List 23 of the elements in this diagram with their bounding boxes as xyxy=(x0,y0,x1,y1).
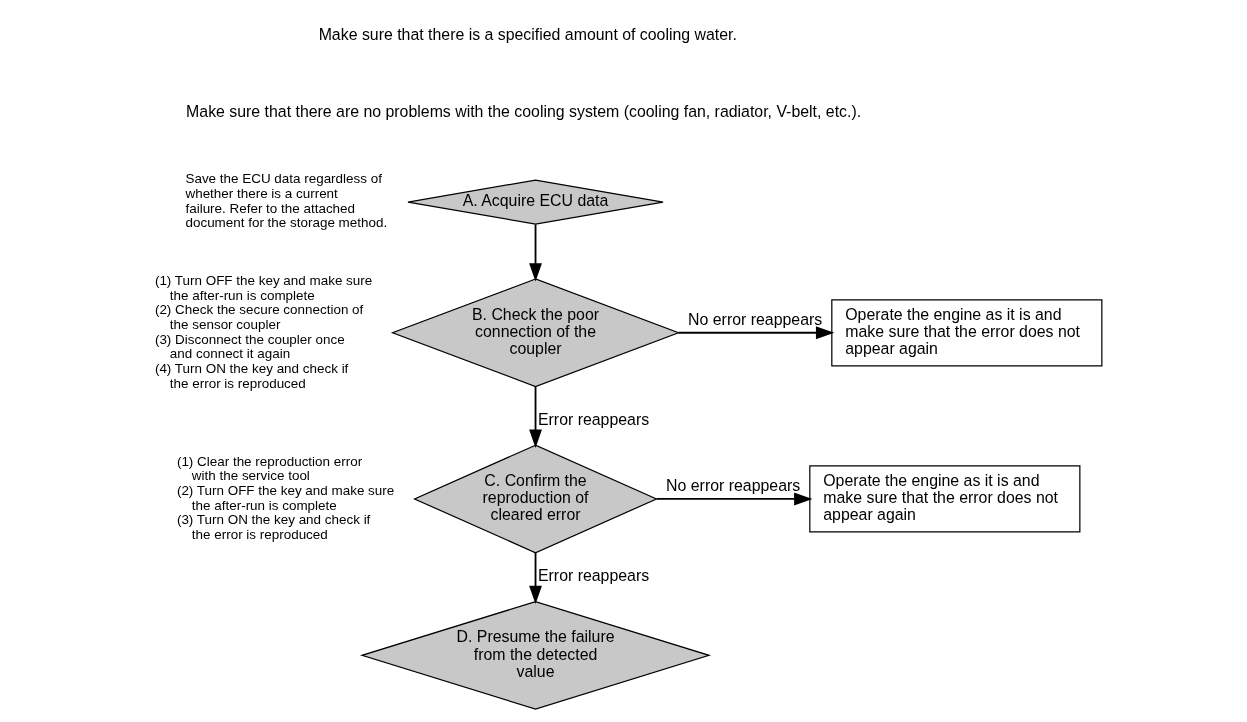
arrow xyxy=(529,551,542,604)
node-label: (3) Disconnect the coupler once and connect it again xyxy=(154,331,345,361)
arrow xyxy=(529,223,542,282)
node-box: Operate the engine as it is and make sure that the error does not appear again xyxy=(809,464,1081,533)
node-diamond: A. Acquire ECU data xyxy=(407,178,664,225)
arrow xyxy=(655,492,813,505)
edge-label: No error reappears xyxy=(666,476,801,494)
node-label: (1) Clear the reproduction error with the service tool xyxy=(176,453,363,483)
node-label: (2) Turn OFF the key and make sure the after-run is complete xyxy=(176,482,395,513)
node-diamond: C. Confirm the reproduction of cleared error xyxy=(413,444,658,553)
node-label: (4) Turn ON the key and check if the error is reproduced xyxy=(154,360,349,391)
edge-label: No error reappears xyxy=(688,310,823,328)
edge-label: Error reappears xyxy=(537,410,650,428)
node-diamond: D. Presume the failure from the detected value xyxy=(359,600,712,710)
edge-label: Error reappears xyxy=(537,566,650,584)
node-label: (1) Turn OFF the key and make sure the after-run is complete xyxy=(154,272,373,303)
node-label: Save the ECU data regardless of whether there is a current failure. Refer to the attached document for the storage method. xyxy=(185,170,388,230)
label: Make sure that there are no problems with the cooling system (cooling fan, radiator, V-belt, etc.). xyxy=(186,102,862,120)
node-diamond: B. Check the poor connection of the coupler xyxy=(390,277,681,387)
label: Make sure that there is a specified amount of cooling water. xyxy=(318,25,737,43)
node-box: Operate the engine as it is and make sure that the error does not appear again xyxy=(831,298,1103,366)
arrow xyxy=(529,385,542,448)
arrow xyxy=(677,325,835,339)
